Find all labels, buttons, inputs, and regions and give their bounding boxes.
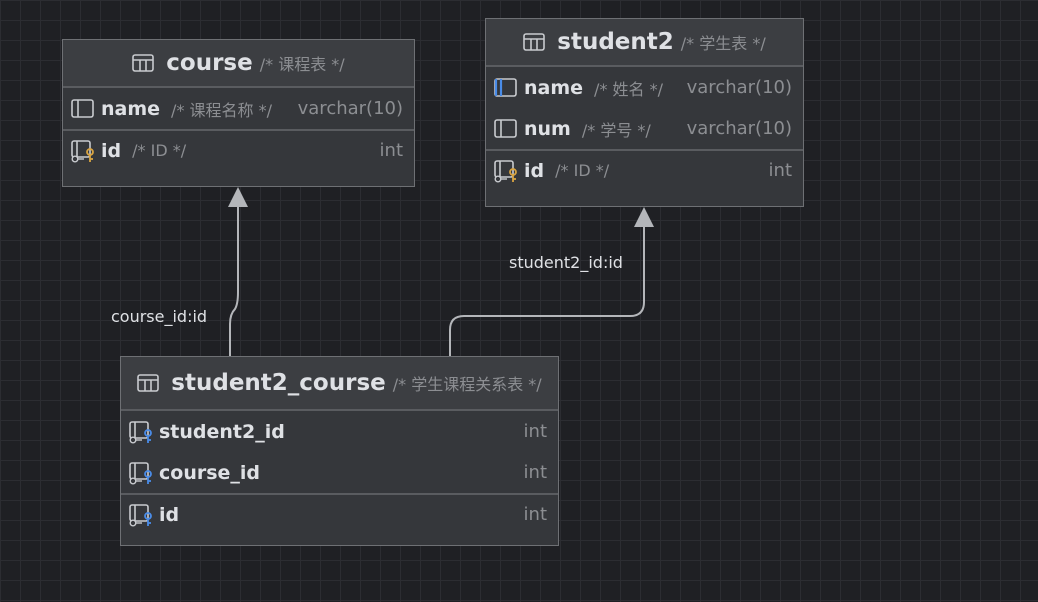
column-type: int bbox=[768, 160, 792, 181]
column-comment: /* 姓名 */ bbox=[594, 79, 664, 99]
column-row-id[interactable]: id int bbox=[121, 493, 558, 534]
column-name: id bbox=[101, 139, 122, 162]
column-comment: /* 学号 */ bbox=[581, 120, 651, 140]
column-type: int bbox=[523, 462, 547, 483]
column-name: name bbox=[524, 76, 584, 99]
column-name: id bbox=[159, 503, 180, 526]
column-row-course-name[interactable]: name /* 课程名称 */ varchar(10) bbox=[63, 88, 414, 129]
table-student2-course[interactable]: student2_course /* 学生课程关系表 */ student2_i… bbox=[120, 356, 559, 546]
column-type: int bbox=[523, 504, 547, 525]
column-row-course-id[interactable]: id /* ID */ int bbox=[63, 129, 414, 170]
relation-arrow-student2 bbox=[634, 207, 654, 227]
column-type: int bbox=[523, 421, 547, 442]
table-icon bbox=[132, 54, 155, 72]
column-name: num bbox=[524, 117, 571, 140]
column-row-student2-name[interactable]: name /* 姓名 */ varchar(10) bbox=[486, 67, 803, 108]
relation-label-student2: student2_id:id bbox=[509, 253, 623, 272]
table-student2-title: student2 bbox=[557, 29, 674, 55]
relation-line-student2[interactable] bbox=[449, 226, 645, 356]
table-student2-course-header[interactable]: student2_course /* 学生课程关系表 */ bbox=[121, 357, 558, 411]
column-comment: /* ID */ bbox=[555, 161, 610, 180]
column-row-course-id[interactable]: course_id int bbox=[121, 452, 558, 493]
column-comment: /* ID */ bbox=[132, 141, 187, 160]
column-type: varchar(10) bbox=[686, 118, 792, 139]
relation-line-course[interactable] bbox=[229, 206, 239, 356]
foreign-key-icon bbox=[129, 461, 152, 485]
column-comment: /* 课程名称 */ bbox=[171, 100, 273, 120]
relation-arrow-course bbox=[228, 187, 248, 207]
primary-key-icon bbox=[71, 139, 94, 163]
primary-key-icon bbox=[129, 503, 152, 527]
foreign-key-icon bbox=[129, 420, 152, 444]
column-name: name bbox=[101, 97, 161, 120]
table-student2-course-comment: /* 学生课程关系表 */ bbox=[392, 375, 542, 394]
table-course[interactable]: course /* 课程表 */ name /* 课程名称 */ varchar… bbox=[62, 39, 415, 187]
table-student2-header[interactable]: student2 /* 学生表 */ bbox=[486, 19, 803, 67]
table-icon bbox=[137, 374, 160, 392]
table-student2[interactable]: student2 /* 学生表 */ name /* 姓名 */ varchar… bbox=[485, 18, 804, 207]
table-course-title: course bbox=[166, 50, 253, 76]
table-course-comment: /* 课程表 */ bbox=[259, 55, 345, 74]
primary-key-icon bbox=[494, 159, 517, 183]
table-icon bbox=[523, 33, 546, 51]
column-row-student2-id[interactable]: student2_id int bbox=[121, 411, 558, 452]
column-icon bbox=[71, 98, 94, 118]
relation-label-course: course_id:id bbox=[111, 307, 208, 326]
column-name: course_id bbox=[159, 461, 261, 484]
column-type: varchar(10) bbox=[297, 98, 403, 119]
column-type: varchar(10) bbox=[686, 77, 792, 98]
column-type: int bbox=[379, 140, 403, 161]
column-name: student2_id bbox=[159, 420, 285, 443]
table-student2-comment: /* 学生表 */ bbox=[680, 34, 766, 53]
column-name: id bbox=[524, 159, 545, 182]
table-course-header[interactable]: course /* 课程表 */ bbox=[63, 40, 414, 88]
column-icon bbox=[494, 118, 517, 138]
column-row-student2-id[interactable]: id /* ID */ int bbox=[486, 149, 803, 190]
table-student2-course-title: student2_course bbox=[171, 370, 386, 396]
index-column-icon bbox=[494, 77, 517, 97]
column-row-student2-num[interactable]: num /* 学号 */ varchar(10) bbox=[486, 108, 803, 149]
